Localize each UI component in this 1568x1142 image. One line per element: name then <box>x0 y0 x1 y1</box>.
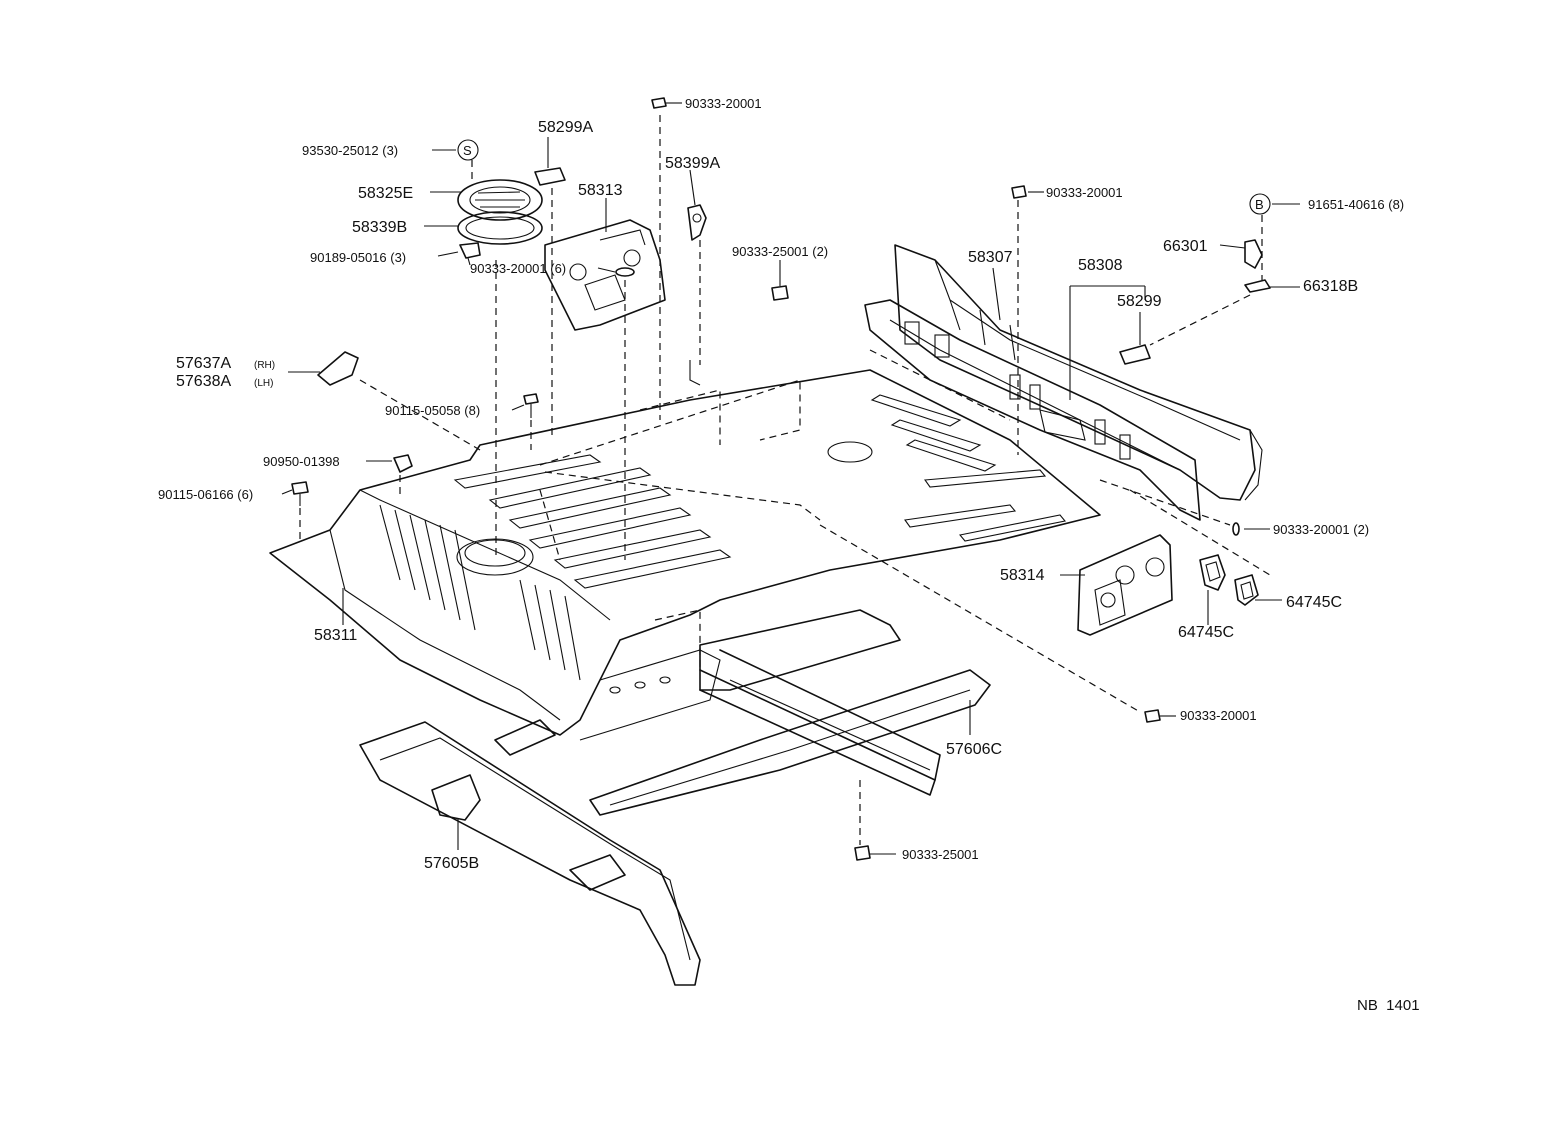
clip-90950-01398 <box>393 454 413 473</box>
plug-90333-20001-mid <box>1011 185 1027 199</box>
label-91651-40616: 91651-40616 (8) <box>1308 197 1404 212</box>
label-90333-20001-2: 90333-20001 (2) <box>1273 522 1369 537</box>
symbol-S-marker <box>457 139 479 161</box>
bracket-58399A <box>687 204 707 241</box>
label-90333-20001-top: 90333-20001 <box>685 96 762 111</box>
plug-90333-20001-2 <box>1232 522 1240 536</box>
bolt-90115-06166 <box>291 481 309 506</box>
panel-58314 <box>1077 534 1173 636</box>
label-64745C-b: 64745C <box>1286 594 1342 611</box>
bracket-58299A <box>534 167 566 186</box>
cross-member-57605B <box>359 721 701 986</box>
assembly-dashed-lines <box>299 115 1271 845</box>
bracket-57637A <box>317 351 359 386</box>
plug-90333-25001-2 <box>771 285 789 301</box>
clip-66318B <box>1244 279 1271 293</box>
label-90333-20001-6: 90333-20001 (6) <box>470 261 566 276</box>
leader-lines <box>281 102 1300 855</box>
side-member-58307 <box>894 244 1263 501</box>
label-90333-20001-mid: 90333-20001 <box>1046 185 1123 200</box>
plug-64745C-a <box>1199 554 1226 591</box>
side-member-58308 <box>864 299 1201 521</box>
label-58308: 58308 <box>1078 257 1123 274</box>
label-58339B: 58339B <box>352 219 407 236</box>
label-58314: 58314 <box>1000 567 1045 584</box>
label-66301: 66301 <box>1163 238 1208 255</box>
label-66318B: 66318B <box>1303 278 1358 295</box>
seal-58339B <box>457 211 543 245</box>
label-57638A: 57638A <box>176 373 231 390</box>
bolt-90115-05058 <box>523 393 539 418</box>
label-90333-25001-2: 90333-25001 (2) <box>732 244 828 259</box>
label-57605B: 57605B <box>424 855 479 872</box>
label-58299A: 58299A <box>538 119 593 136</box>
plug-90333-20001-top <box>651 97 667 109</box>
label-90950-01398: 90950-01398 <box>263 454 340 469</box>
diagram-reference-code: NB 1401 <box>1357 997 1420 1014</box>
label-B-symbol: B <box>1255 197 1264 212</box>
label-90115-05058: 90115-05058 (8) <box>385 403 480 418</box>
plug-90333-25001 <box>854 845 871 861</box>
label-57637A: 57637A <box>176 355 231 372</box>
cross-member-57606C <box>494 609 991 816</box>
label-90333-25001: 90333-25001 <box>902 847 979 862</box>
label-58299: 58299 <box>1117 293 1162 310</box>
label-90333-20001-low: 90333-20001 <box>1180 708 1257 723</box>
label-58325E: 58325E <box>358 185 413 202</box>
part-labels: 90333-20001 58299A 58399A 93530-25012 (3… <box>158 96 1420 1014</box>
label-57637A-side: (RH) <box>254 360 275 371</box>
hook-66301 <box>1244 239 1263 269</box>
label-64745C-a: 64745C <box>1178 624 1234 641</box>
bracket-58299 <box>1119 344 1151 365</box>
label-57638A-side: (LH) <box>254 378 273 389</box>
service-hole-cover-58325E <box>457 179 543 221</box>
label-90189-05016: 90189-05016 (3) <box>310 250 406 265</box>
label-93530-25012: 93530-25012 (3) <box>302 143 398 158</box>
plug-64745C-b <box>1234 574 1259 606</box>
label-58311: 58311 <box>314 627 357 644</box>
label-58399A: 58399A <box>665 155 720 172</box>
plug-90333-20001-6 <box>615 267 635 277</box>
label-S-symbol: S <box>463 143 472 158</box>
label-57606C: 57606C <box>946 741 1002 758</box>
rear-floor-pan-58311 <box>269 360 1101 741</box>
nut-90189-05016 <box>459 242 481 266</box>
label-58307: 58307 <box>968 249 1013 266</box>
label-90115-06166: 90115-06166 (6) <box>158 487 253 502</box>
label-58313: 58313 <box>578 182 623 199</box>
symbol-B-marker <box>1249 193 1271 215</box>
plug-90333-20001-low <box>1144 709 1161 723</box>
